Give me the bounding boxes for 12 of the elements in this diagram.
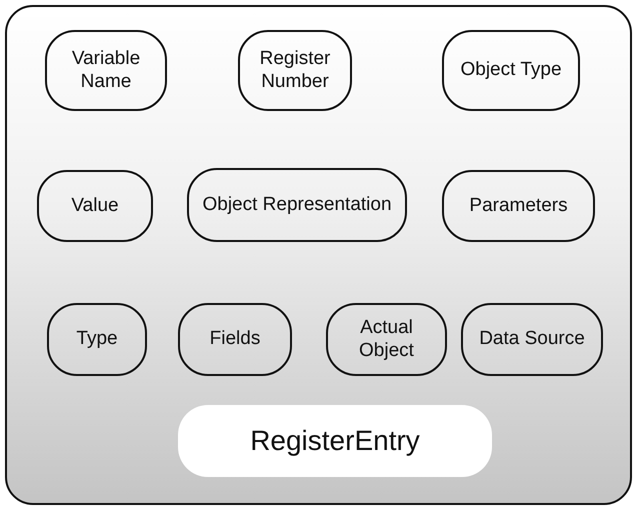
field-pill: Value (37, 170, 153, 242)
field-pill: Variable Name (45, 30, 167, 111)
container-panel (5, 5, 632, 505)
field-pill: Fields (178, 303, 292, 376)
title-label: RegisterEntry (178, 405, 492, 477)
field-pill: Data Source (461, 303, 603, 376)
field-pill: Object Representation (187, 168, 407, 242)
field-pill: Object Type (442, 30, 580, 111)
field-pill: Register Number (238, 30, 352, 111)
field-pill: Type (47, 303, 147, 376)
field-pill: Parameters (442, 170, 595, 242)
field-pill: Actual Object (326, 303, 447, 376)
